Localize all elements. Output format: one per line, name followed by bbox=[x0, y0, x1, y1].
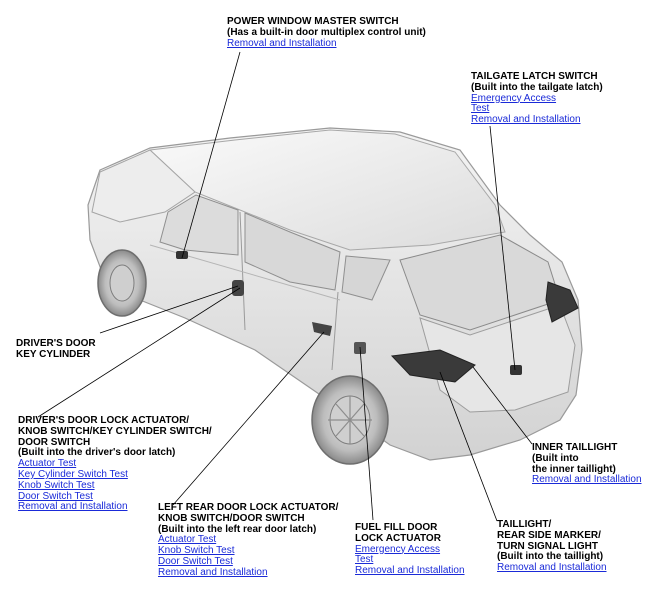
callout-fuel-fill-door-lock-actuator: FUEL FILL DOOR LOCK ACTUATOR Emergency A… bbox=[355, 522, 465, 577]
quarter-window bbox=[341, 255, 391, 301]
link-removal-installation[interactable]: Removal and Installation bbox=[497, 562, 607, 574]
callout-note-line: (Built into bbox=[532, 452, 579, 464]
link-actuator-test[interactable]: Actuator Test bbox=[18, 458, 77, 470]
callout-note: (Built into the taillight) bbox=[497, 551, 604, 563]
link-removal-installation[interactable]: Removal and Installation bbox=[18, 501, 128, 513]
link-door-switch-test[interactable]: Door Switch Test bbox=[18, 490, 93, 502]
link-test[interactable]: Test bbox=[355, 554, 374, 566]
link-removal-installation[interactable]: Removal and Installation bbox=[532, 474, 642, 486]
link-knob-switch-test[interactable]: Knob Switch Test bbox=[158, 545, 235, 557]
callout-note: (Built into the left rear door latch) bbox=[158, 523, 317, 535]
callout-title-line: LEFT REAR DOOR LOCK ACTUATOR/ bbox=[158, 502, 339, 513]
power-window-switch bbox=[176, 251, 188, 259]
car-roof bbox=[148, 129, 506, 251]
callout-note: (Built into the tailgate latch) bbox=[471, 81, 603, 93]
link-removal-installation[interactable]: Removal and Installation bbox=[355, 565, 465, 577]
driver-door-handle bbox=[232, 280, 244, 296]
link-door-switch-test[interactable]: Door Switch Test bbox=[158, 555, 233, 567]
link-key-cylinder-switch-test[interactable]: Key Cylinder Switch Test bbox=[18, 468, 128, 480]
callout-drivers-door-lock-actuator: DRIVER'S DOOR LOCK ACTUATOR/ KNOB SWITCH… bbox=[18, 415, 212, 513]
callout-power-window-switch: POWER WINDOW MASTER SWITCH (Has a built-… bbox=[227, 16, 426, 49]
car-hood bbox=[91, 149, 196, 223]
callout-note: (Has a built-in door multiplex control u… bbox=[227, 26, 426, 38]
callout-title-line: DOOR SWITCH bbox=[18, 436, 91, 448]
callout-title-line: KNOB SWITCH/KEY CYLINDER SWITCH/ bbox=[18, 425, 212, 437]
link-removal-installation[interactable]: Removal and Installation bbox=[471, 114, 581, 126]
callout-title-line: TAILLIGHT/ bbox=[497, 519, 552, 530]
callout-title-line: KEY CYLINDER bbox=[16, 348, 91, 360]
link-removal-installation[interactable]: Removal and Installation bbox=[227, 37, 337, 49]
tailgate-latch bbox=[510, 365, 522, 375]
callout-title-line: TURN SIGNAL LIGHT bbox=[497, 540, 598, 552]
rear-door-handle bbox=[312, 322, 332, 336]
callout-title-line: REAR SIDE MARKER/ bbox=[497, 529, 601, 541]
rear-side-window bbox=[244, 212, 341, 291]
callout-title-line: DRIVER'S DOOR bbox=[16, 338, 96, 349]
left-taillight bbox=[390, 349, 476, 383]
callout-title: POWER WINDOW MASTER SWITCH bbox=[227, 16, 399, 27]
callout-note: (Built into the driver's door latch) bbox=[18, 447, 176, 459]
callout-inner-taillight: INNER TAILLIGHT (Built into the inner ta… bbox=[532, 442, 642, 486]
link-emergency-access[interactable]: Emergency Access bbox=[355, 543, 441, 555]
callout-title-line: LOCK ACTUATOR bbox=[355, 532, 441, 544]
callout-title-line: KNOB SWITCH/DOOR SWITCH bbox=[158, 512, 305, 524]
callout-tailgate-latch-switch: TAILGATE LATCH SWITCH (Built into the ta… bbox=[471, 71, 603, 126]
right-taillight bbox=[545, 281, 579, 323]
callout-left-rear-door-lock-actuator: LEFT REAR DOOR LOCK ACTUATOR/ KNOB SWITC… bbox=[158, 502, 339, 579]
link-test[interactable]: Test bbox=[471, 103, 490, 115]
link-knob-switch-test[interactable]: Knob Switch Test bbox=[18, 479, 95, 491]
front-side-window bbox=[159, 194, 239, 256]
link-emergency-access[interactable]: Emergency Access bbox=[471, 92, 557, 104]
callout-note-line: the inner taillight) bbox=[532, 463, 616, 475]
callout-title: TAILGATE LATCH SWITCH bbox=[471, 71, 598, 82]
callout-title: INNER TAILLIGHT bbox=[532, 442, 618, 453]
callout-title-line: FUEL FILL DOOR bbox=[355, 522, 438, 533]
link-actuator-test[interactable]: Actuator Test bbox=[158, 534, 217, 546]
callout-title-line: DRIVER'S DOOR LOCK ACTUATOR/ bbox=[18, 415, 190, 426]
callout-drivers-door-key-cylinder: DRIVER'S DOOR KEY CYLINDER bbox=[16, 338, 96, 361]
callout-taillight: TAILLIGHT/ REAR SIDE MARKER/ TURN SIGNAL… bbox=[497, 519, 607, 574]
link-removal-installation[interactable]: Removal and Installation bbox=[158, 566, 268, 578]
